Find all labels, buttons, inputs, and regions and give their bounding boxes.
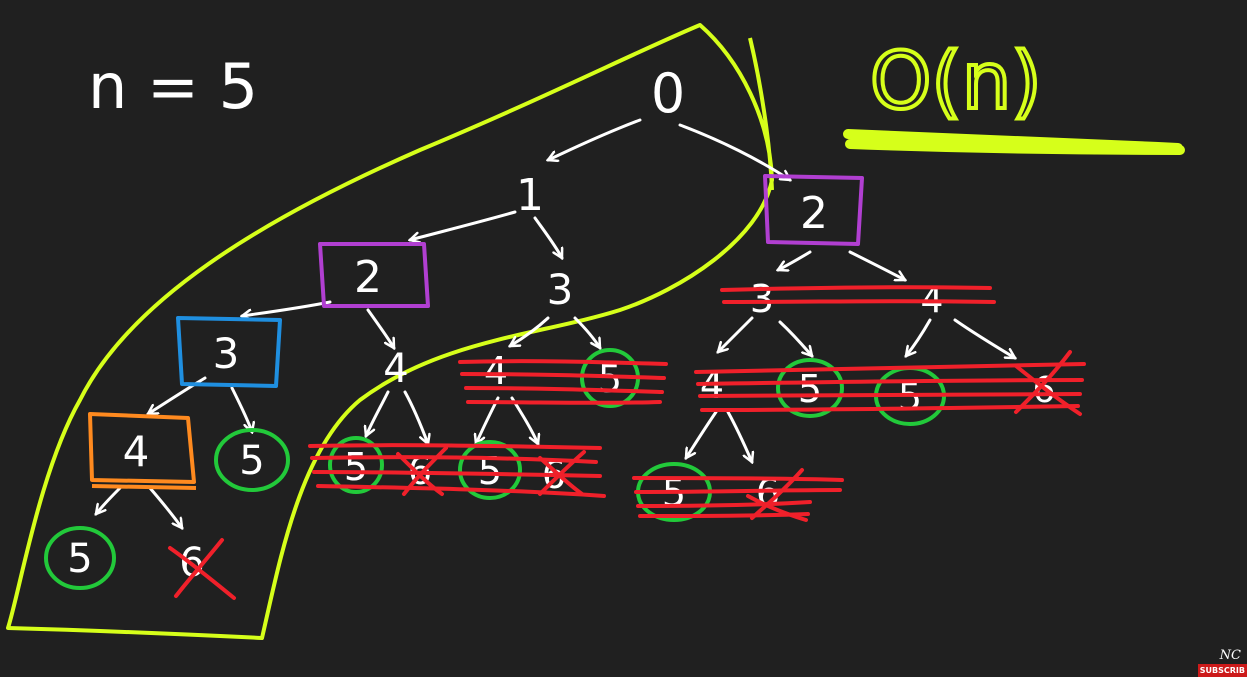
node-box-2-right: [763, 174, 864, 246]
leaf-circle-5: [44, 526, 116, 590]
node-root: 0: [651, 62, 685, 125]
leaf-circle-5: [776, 358, 844, 418]
node-box-3-blue: [176, 316, 282, 388]
problem-size-label: n = 5: [88, 50, 258, 123]
complexity-underline: [843, 129, 1185, 155]
node-labels: 0 1 2 2 3 3 3 4 4 4 4 4 5 5 5 5 5 5 5 5 …: [67, 62, 1055, 586]
node-2: 2: [354, 252, 382, 303]
leaf-circle-5: [328, 436, 384, 494]
complexity-label: O(n): [870, 37, 1042, 127]
node-5: 5: [67, 536, 92, 582]
leaf-circle-5: [458, 440, 522, 500]
channel-logo: NC: [1219, 648, 1241, 663]
channel-watermark[interactable]: NC SUBSCRIB: [1197, 637, 1247, 677]
node-2: 2: [800, 188, 828, 239]
node-5: 5: [798, 367, 822, 411]
leaf-circle-5: [214, 428, 290, 492]
node-3: 3: [547, 265, 574, 314]
node-3: 3: [213, 329, 240, 378]
pruned-strikethroughs: [168, 285, 1086, 600]
node-5: 5: [344, 445, 368, 489]
node-5: 5: [478, 449, 502, 493]
node-box-4-orange: [88, 412, 197, 490]
node-4: 4: [484, 349, 508, 393]
node-1: 1: [516, 170, 544, 221]
complexity-annotation: O(n): [843, 35, 1185, 155]
subscribe-button[interactable]: SUBSCRIB: [1197, 664, 1247, 677]
node-3: 3: [750, 277, 774, 321]
node-5: 5: [239, 438, 264, 484]
node-4: 4: [383, 346, 408, 392]
node-4: 4: [123, 427, 150, 476]
node-box-2-left: [318, 242, 430, 308]
